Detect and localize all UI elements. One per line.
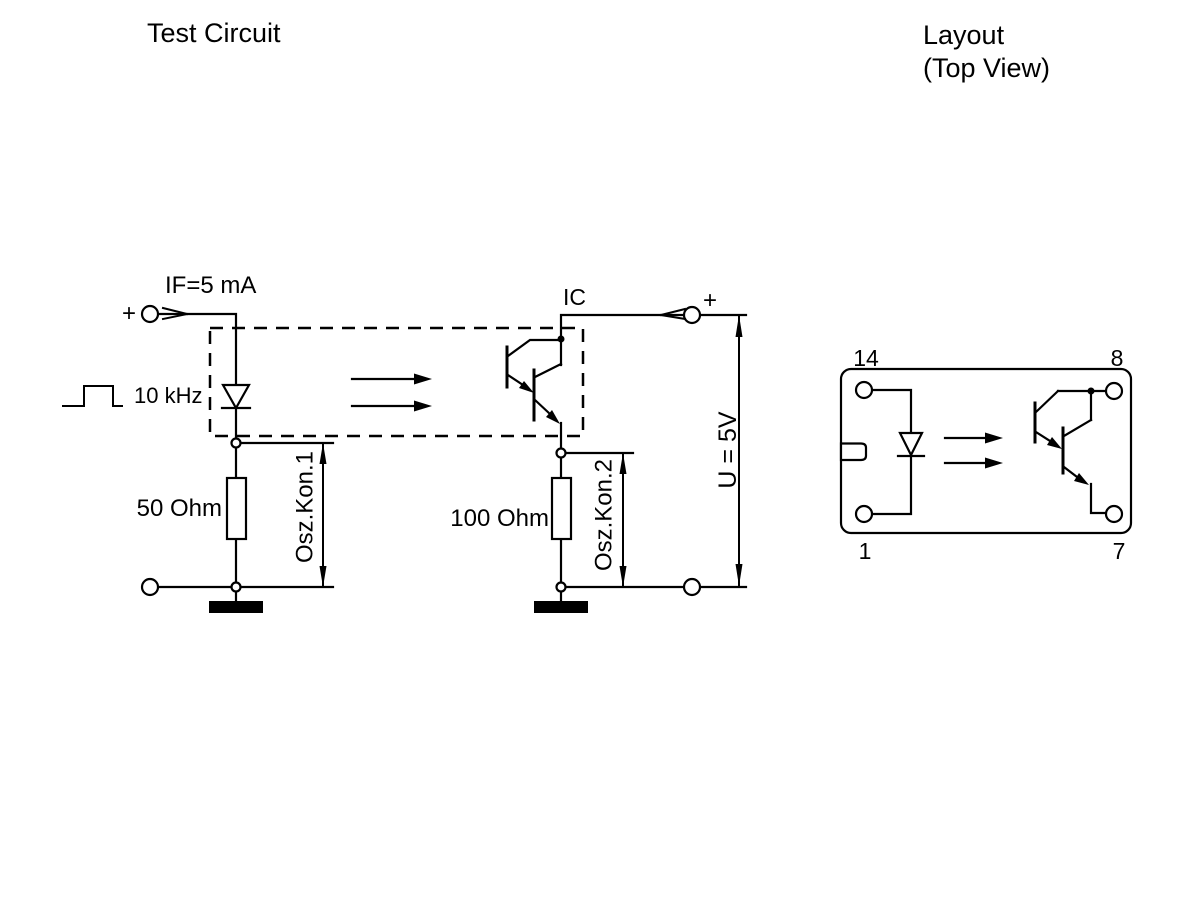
collector-current-label: IC	[563, 284, 586, 310]
input-ground-terminal-circle	[140, 577, 160, 597]
wire	[870, 454, 913, 516]
transistor1-emitter	[506, 373, 525, 387]
transistor2-emitter	[533, 398, 552, 416]
pin1-label: 1	[859, 538, 872, 564]
pin7-label: 7	[1113, 538, 1126, 564]
square-pulse-shape	[62, 385, 123, 407]
transistor2-emitter	[1062, 465, 1079, 479]
led-symbol	[220, 383, 252, 411]
osc2-dimension: Osz.Kon.2	[591, 452, 627, 588]
node-circle	[555, 447, 567, 459]
resistor-r1-label: 50 Ohm	[137, 495, 222, 522]
transistor1-collector	[1034, 389, 1060, 414]
osc1-label: Osz.Kon.1	[292, 451, 319, 563]
pin14-pad	[854, 380, 874, 400]
forward-current-label: IF=5 mA	[165, 272, 256, 299]
test-circuit-title: Test Circuit	[147, 18, 281, 48]
pin8-label: 8	[1111, 345, 1124, 371]
pin1-notch-icon	[839, 442, 868, 462]
resistor-r2-body	[550, 476, 573, 541]
emitter-arrowhead	[1047, 437, 1062, 449]
junction-dot	[1087, 387, 1095, 395]
osc1-dimension: Osz.Kon.1	[292, 442, 327, 588]
emitter-arrowhead	[1074, 473, 1089, 485]
pin8-pad	[1104, 381, 1124, 401]
supply-voltage-dimension: U = 5V	[714, 314, 743, 587]
light-arrowhead	[414, 373, 432, 385]
output-terminal-circle	[682, 305, 702, 325]
optocoupler-dashed-box	[208, 326, 585, 438]
dimension-arrowhead-up	[619, 453, 627, 474]
dimension-arrowhead-down	[735, 564, 743, 586]
current-direction-arrow-icon	[161, 306, 189, 321]
internal-wires	[870, 388, 1108, 516]
current-direction-arrow-icon	[659, 307, 687, 321]
output-terminal: +	[659, 287, 717, 325]
resistor-r2-label: 100 Ohm	[450, 505, 549, 532]
wire	[156, 312, 238, 387]
light-arrows-icon	[350, 373, 432, 412]
input-terminal: +	[122, 300, 189, 327]
transistor2-collector	[1062, 418, 1093, 438]
package-outline	[839, 367, 1133, 535]
ground-icon	[534, 601, 588, 613]
wire	[870, 388, 913, 435]
layout-title-line2: (Top View)	[923, 53, 1050, 83]
dimension-arrowhead-down	[319, 566, 327, 587]
output-ground-terminal-circle	[682, 577, 702, 597]
transistor2-collector	[533, 362, 563, 379]
layout-title-line1: Layout	[923, 20, 1005, 50]
dimension-arrowhead-up	[319, 443, 327, 464]
input-plus-sign: +	[122, 300, 136, 327]
wire	[1089, 482, 1108, 515]
transistor1-emitter	[1034, 430, 1052, 443]
led-symbol	[896, 431, 926, 458]
frequency-label: 10 kHz	[134, 383, 202, 408]
dimension-arrowhead-up	[735, 315, 743, 337]
transistor1-collector	[506, 338, 563, 358]
input-terminal-circle	[140, 304, 160, 324]
test-circuit: + IF=5 mA 10 kHz	[62, 272, 748, 613]
node-circle	[230, 437, 242, 449]
node-circle	[555, 581, 567, 593]
node-circle	[230, 581, 242, 593]
dimension-arrowhead-down	[619, 566, 627, 587]
phototransistor-symbol	[1033, 387, 1095, 485]
ground-icon	[209, 601, 263, 613]
pin14-label: 14	[853, 345, 879, 371]
light-arrows-icon	[943, 432, 1003, 469]
resistor-r1-body	[225, 476, 248, 541]
pin1-pad	[854, 504, 874, 524]
pin7-pad	[1104, 504, 1124, 524]
light-arrowhead	[985, 457, 1003, 469]
package-layout: 14 8 1 7	[839, 345, 1133, 564]
output-plus-sign: +	[703, 287, 717, 314]
pulse-waveform-icon	[62, 385, 123, 407]
emitter-arrowhead	[546, 410, 560, 424]
emitter-arrowhead	[519, 381, 534, 393]
osc2-label: Osz.Kon.2	[591, 459, 618, 571]
supply-voltage-label: U = 5V	[714, 411, 742, 488]
light-arrowhead	[414, 400, 432, 412]
phototransistor-symbol	[505, 335, 565, 424]
diode-triangle	[898, 431, 924, 458]
diode-triangle	[221, 383, 251, 411]
wire	[559, 313, 686, 367]
wires	[156, 312, 748, 603]
light-arrowhead	[985, 432, 1003, 444]
